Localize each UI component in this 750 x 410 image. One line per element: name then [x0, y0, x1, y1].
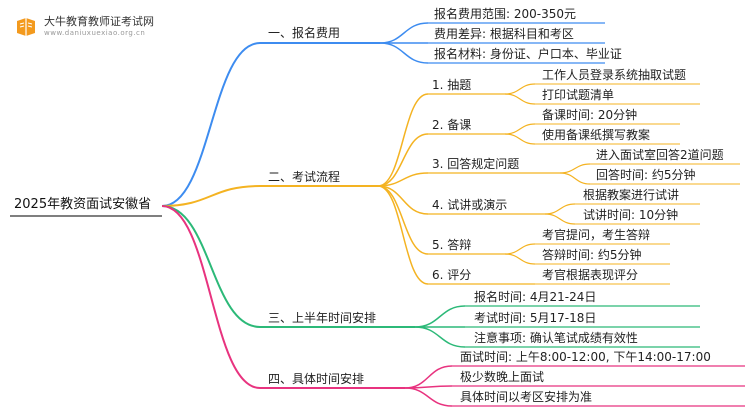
edge-process-detail: [504, 123, 536, 135]
edge-half-year-item: [414, 305, 466, 328]
schedule-item: 极少数晚上面试: [460, 370, 545, 384]
branch-schedule: 四、具体时间安排: [268, 372, 365, 386]
edge-process-detail: [559, 172, 591, 185]
edge-process-step: [377, 185, 429, 285]
branch-process: 二、考试流程: [268, 170, 341, 184]
process-detail: 答辩时间: 约5分钟: [542, 248, 642, 262]
process-step: 1. 抽题: [432, 78, 472, 92]
process-detail: 考官根据表现评分: [542, 268, 639, 282]
process-detail: 考官提问，考生答辩: [542, 228, 651, 242]
edge-process-detail: [504, 93, 536, 105]
edge-root-half-year: [161, 205, 261, 328]
edge-process-detail: [544, 213, 576, 225]
edge-process-step: [377, 185, 429, 255]
book-logo-icon: [17, 18, 35, 36]
process-detail: 工作人员登录系统抽取试题: [542, 68, 687, 82]
fee-item: 报名费用范围: 200-350元: [434, 7, 576, 21]
edge-schedule-item: [404, 365, 453, 389]
edge-process-detail: [504, 83, 536, 95]
schedule-item: 具体时间以考区安排为准: [460, 390, 593, 404]
process-step: 2. 备课: [432, 118, 472, 132]
half-year-item: 考试时间: 5月17-18日: [474, 311, 597, 325]
edge-fee-item: [379, 42, 429, 64]
edge-process-step: [377, 93, 429, 187]
brand-url: www.daniuxuexiao.org.cn: [44, 28, 146, 37]
half-year-item: 报名时间: 4月21-24日: [474, 290, 597, 304]
process-detail: 使用备课纸撰写教案: [542, 128, 651, 142]
process-detail: 根据教案进行试讲: [583, 188, 680, 202]
process-detail: 回答时间: 约5分钟: [596, 168, 696, 182]
edge-process-detail: [559, 163, 591, 174]
edge-process-step: [377, 133, 429, 187]
brand-logo: 大牛教育教师证考试网 www.daniuxuexiao.org.cn: [14, 14, 154, 38]
edge-process-detail: [504, 243, 536, 255]
edge-root-process: [161, 185, 261, 207]
process-step: 5. 答辩: [432, 238, 472, 252]
branch-fee: 一、报名费用: [268, 26, 341, 40]
process-step: 4. 试讲或演示: [432, 198, 508, 212]
process-step: 6. 评分: [432, 268, 472, 282]
edge-process-detail: [504, 133, 536, 145]
branch-half-year: 三、上半年时间安排: [268, 311, 377, 325]
root-node: 2025年教资面试安徽省: [14, 197, 152, 212]
edge-process-detail: [544, 203, 576, 215]
edge-root-fee: [161, 42, 261, 207]
process-detail: 打印试题清单: [542, 88, 615, 102]
process-detail: 进入面试室回答2道问题: [596, 148, 724, 162]
edge-schedule-item: [404, 387, 453, 407]
process-detail: 备课时间: 20分钟: [542, 108, 638, 122]
edge-process-step: [377, 172, 429, 187]
edge-root-schedule: [161, 205, 261, 389]
brand-title: 大牛教育教师证考试网: [44, 14, 154, 28]
edge-process-detail: [504, 253, 536, 265]
half-year-item: 注意事项: 确认笔试成绩有效性: [474, 331, 638, 345]
edge-half-year-item: [414, 326, 466, 348]
fee-item: 费用差异: 根据科目和考区: [434, 27, 574, 41]
edge-fee-item: [379, 22, 429, 44]
schedule-item: 面试时间: 上午8:00-12:00, 下午14:00-17:00: [460, 350, 711, 364]
process-detail: 试讲时间: 10分钟: [583, 208, 679, 222]
fee-item: 报名材料: 身份证、户口本、毕业证: [434, 47, 622, 61]
process-step: 3. 回答规定问题: [432, 157, 520, 171]
